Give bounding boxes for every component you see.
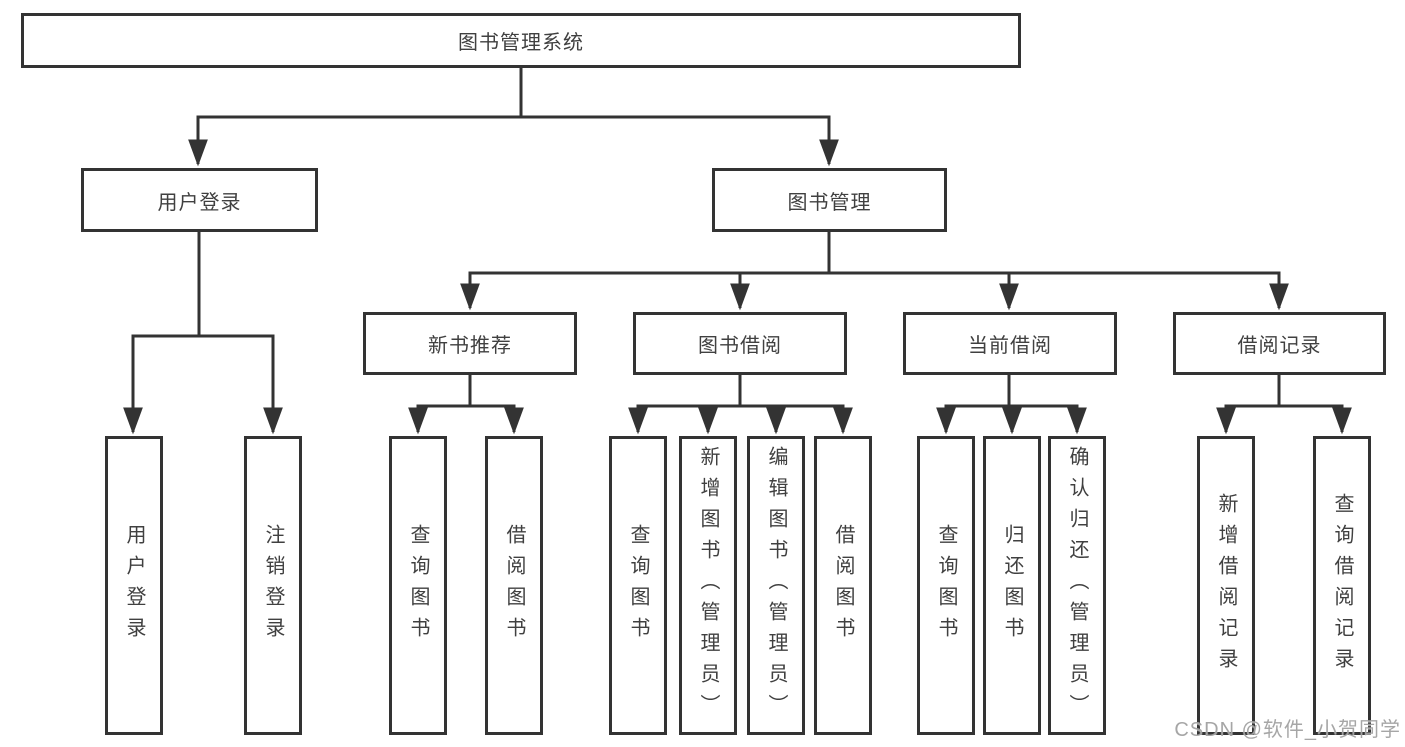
node-current-borrowing: 当前借阅: [903, 312, 1117, 375]
node-leaf-query-books-borrow: 查询图书: [609, 436, 667, 735]
node-book-borrowing-label: 图书借阅: [698, 335, 782, 357]
node-leaf-return-books-label: 归还图书: [1001, 523, 1023, 648]
node-leaf-query-books-current-label: 查询图书: [935, 523, 957, 648]
node-leaf-borrow-books-recommend: 借阅图书: [485, 436, 543, 735]
node-leaf-edit-book-admin: 编辑图书（管理员）: [747, 436, 805, 735]
node-current-borrowing-label: 当前借阅: [968, 335, 1052, 357]
node-leaf-add-book-admin: 新增图书（管理员）: [679, 436, 737, 735]
node-new-book-recommendation-label: 新书推荐: [428, 335, 512, 357]
node-leaf-user-login-label: 用户登录: [123, 523, 145, 648]
node-leaf-query-books-recommend-label: 查询图书: [407, 523, 429, 648]
node-leaf-user-login: 用户登录: [105, 436, 163, 735]
node-leaf-query-borrow-record: 查询借阅记录: [1313, 436, 1371, 735]
csdn-watermark: CSDN @软件_小贺同学: [1174, 719, 1401, 741]
node-leaf-borrow-books-label: 借阅图书: [832, 523, 854, 648]
node-user-login-module: 用户登录: [81, 168, 318, 232]
node-leaf-logout: 注销登录: [244, 436, 302, 735]
node-leaf-confirm-return-admin: 确认归还（管理员）: [1048, 436, 1106, 735]
node-leaf-add-borrow-record: 新增借阅记录: [1197, 436, 1255, 735]
node-borrowing-records-label: 借阅记录: [1237, 335, 1322, 357]
node-leaf-add-book-admin-label: 新增图书（管理员）: [697, 446, 719, 725]
node-leaf-query-books-recommend: 查询图书: [389, 436, 447, 735]
node-leaf-query-books-current: 查询图书: [917, 436, 975, 735]
node-leaf-confirm-return-admin-label: 确认归还（管理员）: [1066, 446, 1088, 725]
node-book-borrowing: 图书借阅: [633, 312, 847, 375]
node-leaf-logout-label: 注销登录: [262, 523, 284, 648]
node-book-management-module: 图书管理: [712, 168, 947, 232]
node-root-system-label: 图书管理系统: [458, 32, 584, 54]
node-leaf-borrow-books: 借阅图书: [814, 436, 872, 735]
node-leaf-query-borrow-record-label: 查询借阅记录: [1331, 492, 1353, 679]
node-leaf-borrow-books-recommend-label: 借阅图书: [503, 523, 525, 648]
node-leaf-add-borrow-record-label: 新增借阅记录: [1215, 492, 1237, 679]
node-leaf-edit-book-admin-label: 编辑图书（管理员）: [765, 446, 787, 725]
node-borrowing-records: 借阅记录: [1173, 312, 1386, 375]
node-book-management-module-label: 图书管理: [787, 191, 872, 214]
node-leaf-query-books-borrow-label: 查询图书: [627, 523, 649, 648]
node-root-system: 图书管理系统: [21, 13, 1021, 68]
node-new-book-recommendation: 新书推荐: [363, 312, 577, 375]
node-user-login-module-label: 用户登录: [157, 191, 242, 214]
node-leaf-return-books: 归还图书: [983, 436, 1041, 735]
